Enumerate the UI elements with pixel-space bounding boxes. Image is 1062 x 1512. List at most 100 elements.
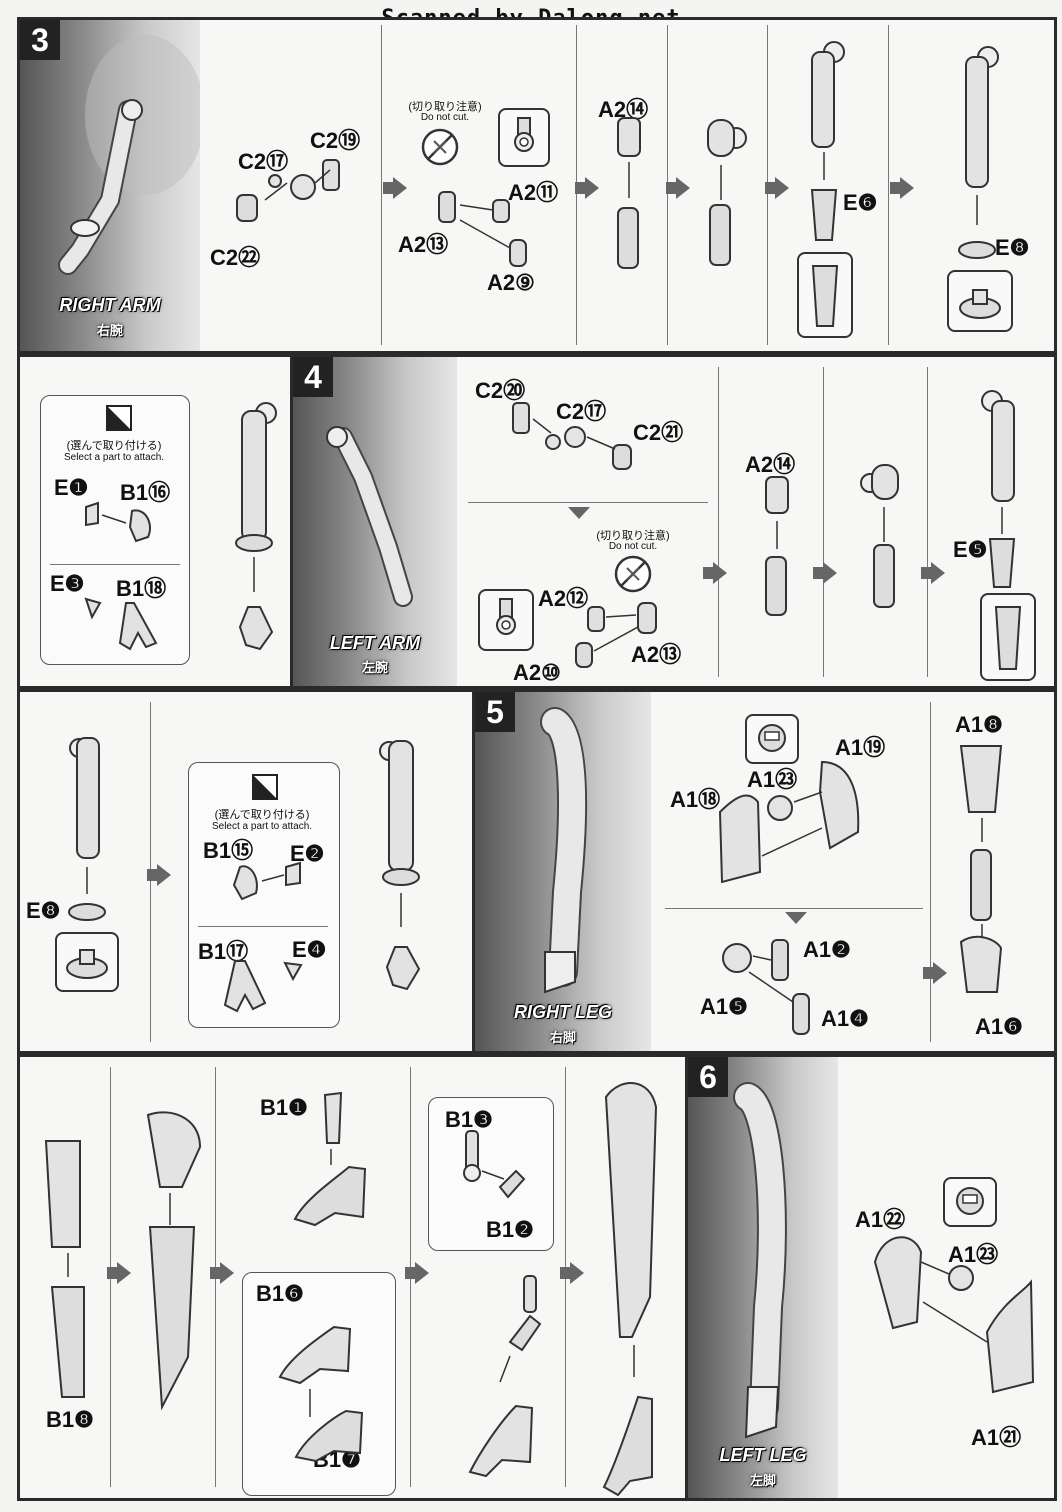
step5-panel: RIGHT LEG 右脚 5 A1㉓ A1⑲ A1⑱ A1❷ A1❺ A1❹ A… [472, 689, 1057, 1054]
thigh-assembly [146, 1111, 202, 1411]
part-label-b1-2: B1❷ [486, 1217, 534, 1242]
part-label-c2-20: C2⑳ [475, 378, 526, 403]
part-label-a1-8: A1❽ [955, 712, 1003, 737]
left-arm-with-e5 [981, 390, 1016, 588]
select-part-icon-2 [252, 774, 278, 800]
divider [50, 564, 180, 565]
a1-23-detail-box-2 [943, 1177, 997, 1227]
step-arrow [147, 864, 171, 886]
left-forearm-assembly-b [860, 464, 899, 608]
divider [718, 367, 719, 677]
c2-left-parts-diagram [512, 402, 632, 470]
step3b-panel: (選んで取り付ける) Select a part to attach. E❶ B… [17, 354, 293, 689]
knee-assembly-diagram [718, 760, 860, 884]
c2-parts-diagram [236, 159, 340, 222]
step-arrow [890, 177, 914, 199]
step-arrow [921, 562, 945, 584]
divider [665, 908, 923, 909]
part-label-b1-18: B1⑱ [116, 576, 167, 601]
part-label-e3: E❸ [50, 571, 85, 596]
step-arrow [405, 1262, 429, 1284]
leg-with-b1-8 [44, 1140, 85, 1398]
do-not-cut-jp: (切り取り注意) [408, 101, 482, 113]
right-arm-complete [235, 402, 277, 651]
select-part-icon [106, 405, 132, 431]
part-label-a2-11: A2⑪ [508, 180, 559, 205]
down-arrow [785, 912, 807, 924]
joint-icon-2 [496, 598, 516, 635]
divider [927, 367, 928, 677]
step6-panel: LEFT LEG 左脚 6 A1㉒ A1㉓ A1㉑ [685, 1054, 1057, 1501]
right-hand-select-box [40, 395, 190, 665]
right-leg-illustration [540, 707, 587, 994]
part-label-e2: E❷ [290, 841, 325, 866]
hand-option-4 [223, 960, 303, 1013]
step4-banner-jp: 左腕 [361, 660, 388, 675]
step4-number: 4 [293, 357, 333, 397]
left-hand-select-box [188, 762, 340, 1028]
right-arm-illustration [58, 35, 200, 275]
part-label-a1-2: A1❷ [803, 937, 851, 962]
step3-banner-jp: 右腕 [96, 323, 123, 338]
part-label-b1-8: B1❽ [46, 1407, 94, 1432]
part-label-c2-21: C2㉑ [633, 420, 684, 445]
part-label-c2-17: C2⑰ [238, 149, 289, 174]
e8-detail-box-2 [55, 932, 119, 992]
step3-character-art: RIGHT ARM 右腕 [20, 20, 200, 351]
do-not-cut-jp-2: (切り取り注意) [596, 530, 670, 542]
step-arrow [210, 1262, 234, 1284]
part-label-a1-23: A1㉓ [747, 767, 798, 792]
step4-character-art: LEFT ARM 左腕 [293, 357, 457, 686]
divider [381, 25, 382, 345]
left-knee-assembly-diagram [873, 1236, 1035, 1394]
do-not-cut-en: Do not cut. [420, 112, 470, 123]
hand-option-2 [84, 597, 158, 651]
step4-panel: LEFT ARM 左腕 4 C2⑳ C2⑰ C2㉑ (切り取り注意) Do no… [290, 354, 1057, 689]
lower-leg-assembly [959, 745, 1003, 993]
step4-banner: LEFT ARM [329, 633, 421, 653]
part-label-b1-16: B1⑯ [120, 480, 171, 505]
step5-character-art: RIGHT LEG 右脚 [475, 692, 651, 1051]
hand-option-3 [232, 861, 301, 901]
e5-detail-box [980, 593, 1036, 681]
step-arrow [923, 962, 947, 984]
divider [468, 502, 708, 503]
do-not-cut-en-2: Do not cut. [608, 541, 658, 552]
part-label-e6: E❻ [843, 190, 878, 215]
left-arm-illustration [326, 426, 413, 607]
divider [823, 367, 824, 677]
forearm-assembly-a [617, 117, 641, 269]
part-label-a2-13: A2⑬ [398, 232, 449, 257]
step3-number: 3 [20, 20, 60, 60]
part-label-a1-4: A1❹ [821, 1006, 869, 1031]
step6-banner: LEFT LEG [719, 1445, 807, 1465]
left-forearm-assembly-a [765, 476, 789, 616]
part-label-a1-22: A1㉒ [855, 1207, 906, 1232]
e6-detail-icon [811, 265, 839, 327]
a2-left-parts-diagram [575, 602, 657, 668]
part-label-b1-17: B1⑰ [198, 939, 249, 964]
left-leg-illustration [733, 1082, 787, 1439]
part-label-c2-17b: C2⑰ [556, 399, 607, 424]
step4b-panel: E❽ (選んで取り付ける) Select a part to attach. B… [17, 689, 475, 1054]
hand-option-1 [85, 501, 151, 543]
part-label-e8b: E❽ [26, 898, 61, 923]
step3-banner: RIGHT ARM [59, 295, 161, 315]
part-label-a1-21: A1㉑ [971, 1425, 1022, 1450]
shoe-option-diagram [278, 1325, 364, 1463]
left-arm-hand-assembly [68, 737, 106, 921]
part-label-e4: E❹ [292, 937, 327, 962]
part-label-b1-1: B1❶ [260, 1095, 308, 1120]
part-label-a2-14b: A2⑭ [745, 452, 796, 477]
forearm-assembly-b [707, 119, 747, 266]
e5-detail-icon [994, 606, 1022, 670]
ankle-joint-box [428, 1097, 554, 1251]
right-leg-complete [602, 1082, 658, 1497]
select-part-en: Select a part to attach. [63, 452, 165, 463]
part-label-b1-15: B1⑮ [203, 838, 254, 863]
down-arrow [568, 507, 590, 519]
part-label-a2-12: A2⑫ [538, 586, 589, 611]
divider [198, 926, 328, 927]
select-part-jp-2: (選んで取り付ける) [214, 809, 310, 821]
step5-banner: RIGHT LEG [514, 1002, 612, 1022]
